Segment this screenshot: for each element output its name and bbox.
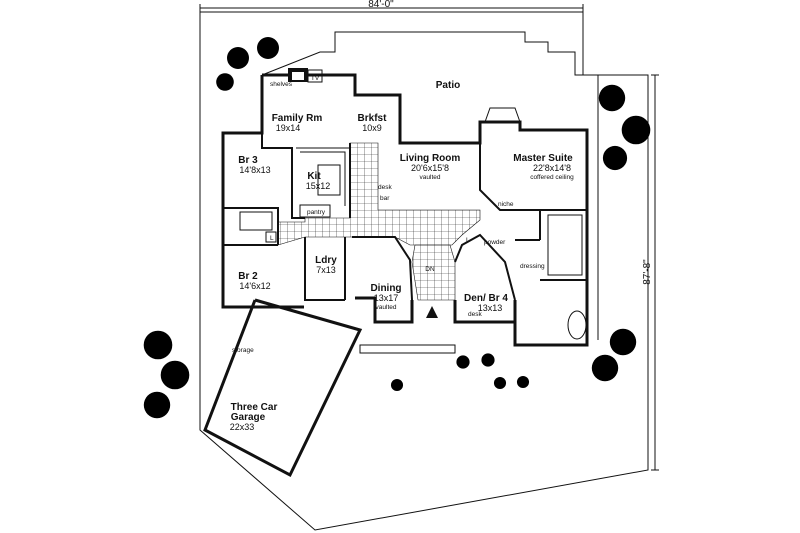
kitchen-counters (296, 147, 351, 218)
bar-label: bar (380, 195, 390, 202)
master-closet (547, 214, 583, 276)
bedroom-3-name: Br 3 (238, 155, 258, 166)
fireplace (288, 68, 308, 82)
breakfast-size: 10x9 (362, 123, 382, 133)
dining-name: Dining (370, 283, 401, 294)
tree-icon (143, 391, 171, 419)
master-bay-window (484, 107, 521, 123)
tree-icon (516, 375, 530, 389)
tv-label: TV (311, 75, 320, 82)
bath-tub (239, 211, 273, 231)
entry-down-label: DN (425, 266, 435, 273)
bedroom-2-size: 14'6x12 (239, 281, 270, 291)
storage-label: storage (232, 347, 254, 354)
tv-cabinet (307, 69, 323, 83)
tree-icon (591, 354, 619, 382)
bedroom-3-size: 14'8x13 (239, 165, 270, 175)
depth-dimension: 87'-8" (642, 259, 653, 285)
tree-icon (216, 73, 234, 91)
den-size: 13x13 (478, 303, 503, 313)
powder-lavatory-label: L (466, 237, 470, 244)
master-suite-size: 22'8x14'8 (533, 163, 571, 173)
garage-walls (203, 298, 363, 478)
pantry-label: pantry (307, 209, 326, 216)
tree-icon (602, 145, 628, 171)
garage-size: 22x33 (230, 422, 255, 432)
garage-name-line1: Three Car (231, 402, 278, 413)
interior-walls (223, 133, 587, 301)
patio-label: Patio (436, 80, 460, 91)
powder-label: powder (484, 239, 506, 246)
family-room-size: 19x14 (276, 123, 301, 133)
tree-icon (143, 330, 173, 360)
den-name: Den/ Br 4 (464, 293, 508, 304)
kitchen-desk-label: desk (378, 184, 392, 191)
living-room-name: Living Room (400, 153, 461, 164)
breakfast-name: Brkfst (358, 113, 388, 124)
tree-icon (598, 84, 626, 112)
tree-icon (621, 115, 651, 145)
tree-icon (390, 378, 404, 392)
bath-vanity (265, 231, 277, 243)
tree-icon (493, 376, 507, 390)
laundry-name: Ldry (315, 255, 337, 266)
width-dimension: 84'-0" (368, 0, 394, 10)
family-room-name: Family Rm (272, 113, 323, 124)
garage-walk (359, 344, 456, 354)
tree-icon (609, 328, 637, 356)
den-desk-label: desk (468, 311, 482, 318)
exterior-walls (221, 73, 589, 347)
patio-outline (261, 31, 599, 340)
laundry-size: 7x13 (316, 265, 336, 275)
tiled-hall-floor (277, 142, 481, 301)
bath-lavatory-label: L (270, 235, 274, 242)
master-suite-name: Master Suite (513, 153, 573, 164)
shelves-label: shelves (270, 81, 293, 88)
niche-label: niche (498, 201, 514, 208)
tree-icon (160, 360, 190, 390)
garage-name-line2: Garage (231, 412, 266, 423)
entry-arrow (426, 306, 438, 318)
bedroom-2-name: Br 2 (238, 271, 258, 282)
tree-icon (257, 37, 279, 59)
master-suite-note: coffered ceiling (530, 174, 574, 181)
width-dimension-line (199, 4, 584, 12)
tree-icon (481, 353, 495, 367)
dressing-label: dressing (520, 263, 545, 270)
tree-icon (227, 47, 249, 69)
kitchen-size: 15x12 (306, 181, 331, 191)
dining-note: vaulted (376, 304, 397, 311)
master-tub (567, 310, 587, 340)
living-room-note: vaulted (420, 174, 441, 181)
tree-icon (456, 355, 470, 369)
dining-size: 13x17 (374, 293, 399, 303)
living-room-size: 20'6x15'8 (411, 163, 449, 173)
depth-dimension-line (651, 74, 659, 471)
kitchen-name: Kit (307, 171, 321, 182)
lot-boundary (199, 11, 649, 531)
